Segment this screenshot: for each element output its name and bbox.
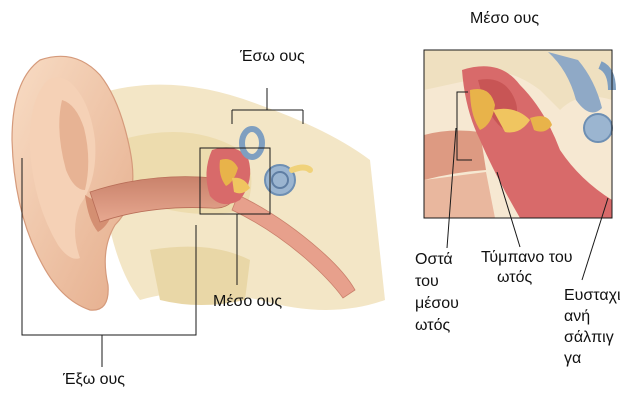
ossicles-label-line: Οστά	[415, 249, 459, 271]
eustachian-label-line: ανή	[564, 306, 621, 327]
middle-ear-label: Μέσο ους	[213, 292, 282, 311]
inner-ear-label: Έσω ους	[240, 47, 305, 66]
ossicles-label-line: του	[415, 271, 459, 293]
ossicles-label-line: ωτός	[415, 315, 459, 337]
outer-ear-label: Έξω ους	[63, 370, 125, 389]
eustachian-label-line: γα	[564, 348, 621, 369]
eustachian-label-line: σάλπιγ	[564, 327, 621, 348]
eustachian-tube-label: Ευσταχι ανή σάλπιγ γα	[564, 285, 621, 369]
middle-ear-detail	[424, 50, 612, 218]
middle-ear-detail-title: Μέσο ους	[470, 9, 539, 28]
eustachian-label-line: Ευσταχι	[564, 285, 621, 306]
eardrum-label-line: ωτός	[481, 268, 573, 288]
eardrum-label-line: Τύμπανο του	[481, 248, 573, 268]
eardrum-label: Τύμπανο του ωτός	[481, 248, 573, 288]
ossicles-label: Οστά του μέσου ωτός	[415, 249, 459, 337]
ossicles-label-line: μέσου	[415, 293, 459, 315]
